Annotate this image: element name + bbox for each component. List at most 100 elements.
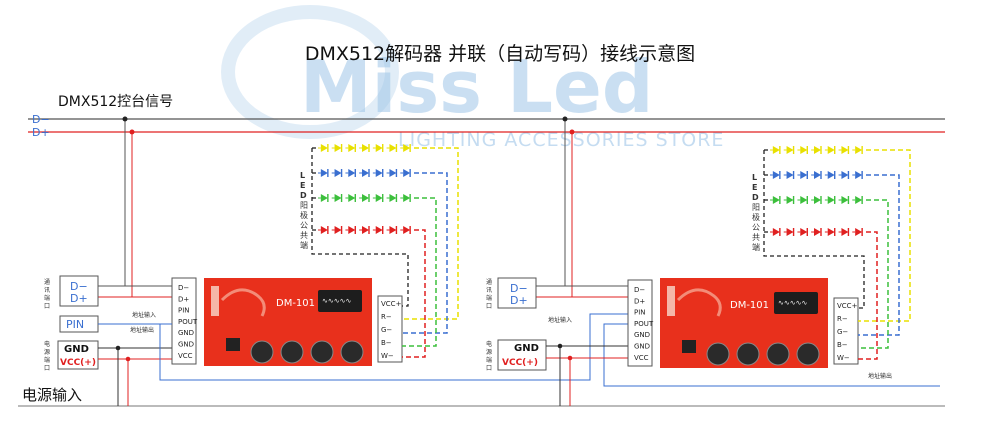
output-connector — [833, 297, 859, 365]
connector-pin-label: G− — [837, 328, 848, 336]
coil-icon — [340, 340, 364, 364]
output-connector — [377, 295, 403, 363]
connector-pin-label: VCC — [178, 352, 193, 360]
led-red-icon — [334, 226, 342, 234]
power-port-box — [57, 340, 99, 370]
led-red-icon — [348, 226, 356, 234]
power-port-label: 电源端口 — [486, 340, 492, 372]
input-connector — [171, 277, 197, 365]
led-green-icon — [827, 196, 835, 204]
watermark: Miss Led LIGHTING ACCESSORIES STORE — [221, 5, 723, 151]
common-anode-wire — [763, 150, 865, 309]
led-red-icon — [786, 228, 794, 236]
connector-pin-label: W− — [837, 354, 850, 362]
junction-dot — [129, 129, 135, 135]
led-red-icon — [814, 228, 821, 236]
pcb-pads — [211, 286, 219, 316]
coil-icon — [796, 342, 820, 366]
led-blue-icon — [772, 171, 780, 179]
pcb-trace — [220, 288, 266, 317]
led-blue-icon — [786, 171, 794, 179]
connector-pin-label: B− — [381, 339, 392, 347]
comm-d-plus: D+ — [70, 292, 88, 305]
pcb-pads — [667, 286, 675, 316]
pin-label: PIN — [66, 318, 84, 331]
led-blue-icon — [389, 169, 397, 177]
led-red-icon — [841, 228, 849, 236]
coil-icon — [706, 342, 730, 366]
led-yellow-icon — [320, 144, 328, 152]
connector-pin-label: POUT — [634, 320, 654, 328]
led-blue-icon — [403, 169, 411, 177]
led-blue-icon — [814, 171, 821, 179]
led-green-icon — [375, 194, 383, 202]
signal-label: DMX512控台信号 — [58, 94, 173, 110]
bus-d-minus-label: D− — [32, 113, 50, 126]
channel-yellow-wire — [402, 147, 459, 320]
connector-pin-label: GND — [178, 329, 194, 337]
decoder-unit-1: D− D+ 通讯端口 PIN 地址输入 地址输出 GND VCC(+) 电源端口… — [44, 116, 459, 406]
led-red-icon — [800, 228, 808, 236]
led-red-icon — [403, 226, 411, 234]
diagram-title: DMX512解码器 并联（自动写码）接线示意图 — [305, 43, 695, 65]
led-blue-icon — [320, 169, 328, 177]
connector-pin-label: G− — [381, 326, 392, 334]
led-blue-icon — [855, 171, 863, 179]
junction-dot — [562, 116, 568, 122]
connector-pin-label: GND — [634, 343, 650, 351]
power-vcc: VCC(+) — [502, 358, 538, 368]
channel-green-wire — [402, 197, 437, 347]
capacitor-icon — [774, 292, 818, 314]
connector-pin-label: D− — [634, 286, 645, 294]
connector-pin-label: D+ — [634, 297, 645, 305]
model-label: DM-101 — [276, 298, 315, 309]
led-yellow-icon — [334, 144, 342, 152]
connector-pin-label: VCC+ — [837, 302, 858, 310]
connector-pin-label: R− — [381, 313, 392, 321]
led-blue-icon — [334, 169, 342, 177]
led-green-icon — [334, 194, 342, 202]
junction-dot — [557, 343, 563, 349]
led-blue-icon — [841, 171, 849, 179]
led-red-icon — [772, 228, 780, 236]
led-yellow-icon — [772, 146, 780, 154]
comm-port-label: 通讯端口 — [44, 278, 50, 310]
channel-blue-wire — [858, 174, 900, 336]
junction-dot — [569, 129, 575, 135]
channel-yellow-wire — [858, 149, 911, 322]
connector-pin-label: D+ — [178, 295, 189, 303]
led-blue-icon — [362, 169, 369, 177]
connector-pin-label: VCC+ — [381, 300, 402, 308]
pcb-trace — [676, 288, 722, 317]
power-vcc: VCC(+) — [60, 358, 96, 368]
junction-dot — [122, 116, 128, 122]
led-red-icon — [320, 226, 328, 234]
led-red-icon — [362, 226, 369, 234]
addr-out-label: 地址输出 — [868, 372, 892, 380]
capacitor-text-icon: ∿∿∿∿∿ — [778, 299, 807, 307]
comm-port-label: 通讯端口 — [486, 278, 492, 310]
common-anode-wire — [311, 148, 409, 307]
connector-pin-label: POUT — [178, 318, 198, 326]
address-out-wire — [603, 323, 940, 387]
junction-dot — [125, 356, 131, 362]
led-yellow-icon — [362, 144, 369, 152]
decoder-unit-2: D− D+ 通讯端口 地址输入 地址输出 GND VCC(+) 电源端口 D−D… — [159, 116, 940, 406]
led-green-icon — [814, 196, 821, 204]
led-yellow-icon — [827, 146, 835, 154]
power-port-box — [497, 339, 547, 371]
comm-d-minus: D− — [510, 282, 528, 295]
connector-pin-label: GND — [634, 331, 650, 339]
connector-pin-label: PIN — [634, 309, 646, 317]
connector-pin-label: GND — [178, 341, 194, 349]
led-yellow-icon — [786, 146, 794, 154]
led-yellow-icon — [800, 146, 808, 154]
address-chain-wire — [159, 313, 628, 381]
led-yellow-icon — [841, 146, 849, 154]
led-green-icon — [389, 194, 397, 202]
led-yellow-icon — [389, 144, 397, 152]
led-green-icon — [855, 196, 863, 204]
led-blue-icon — [827, 171, 835, 179]
led-blue-icon — [348, 169, 356, 177]
